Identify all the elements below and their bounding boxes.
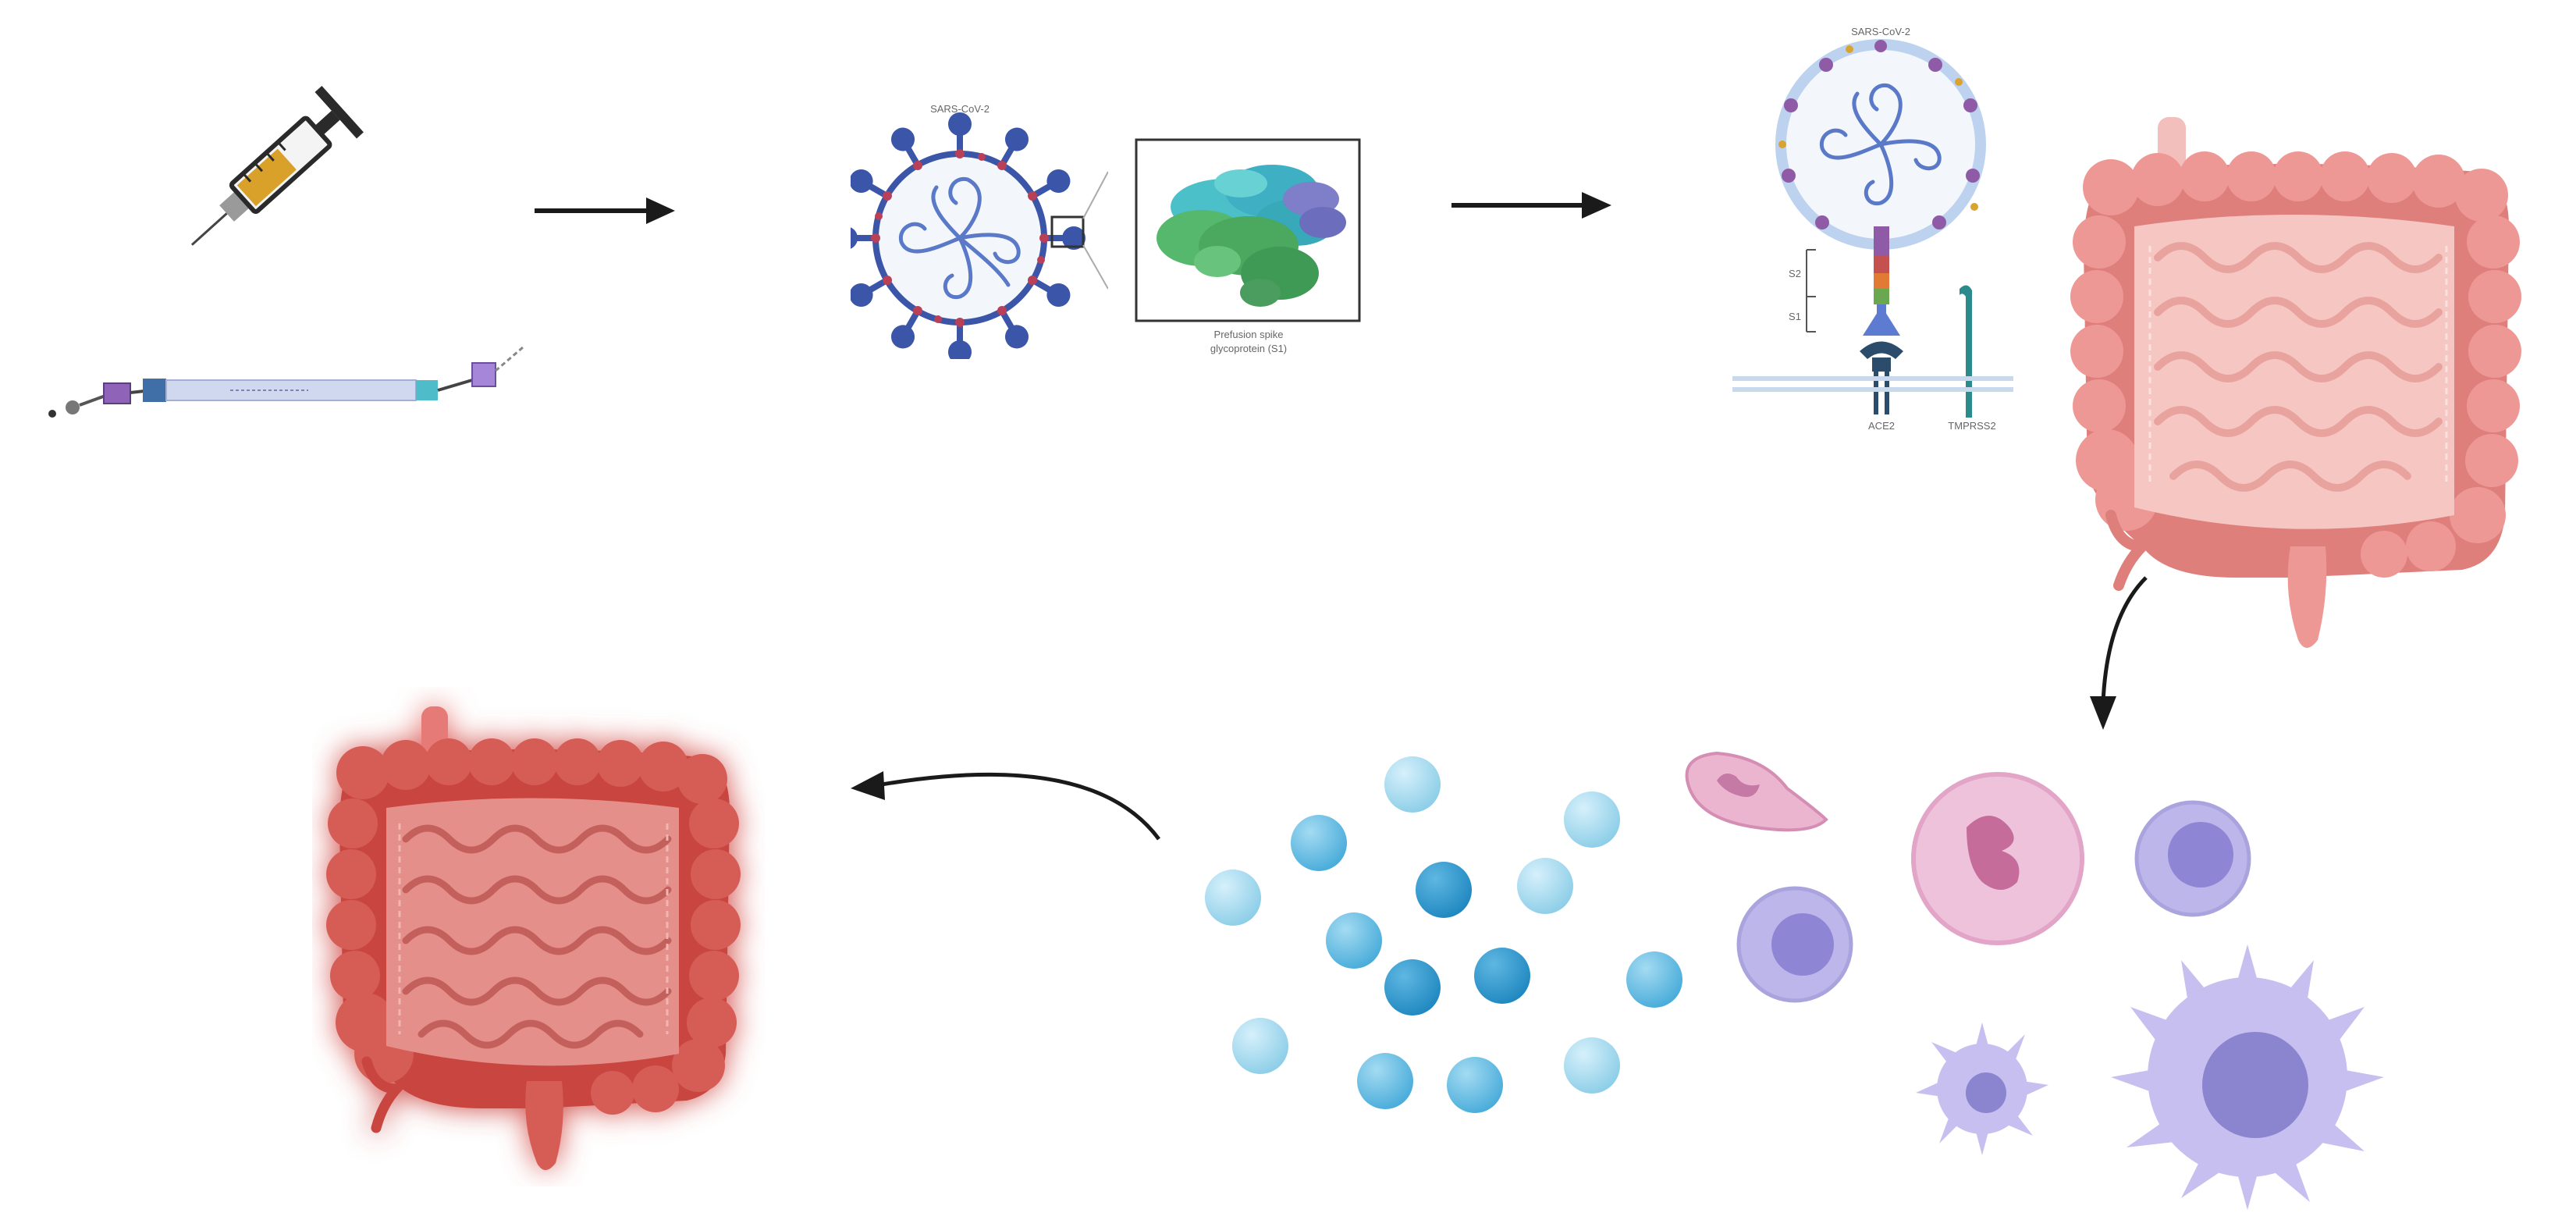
sars-cov-2-virion-icon: SARS-CoV-2 (851, 94, 1108, 359)
healthy-intestine-icon (2056, 109, 2524, 656)
spike-protein-structure-icon: Prefusion spike glycoprotein (S1) (1132, 137, 1366, 379)
spike-ace2-binding-icon: SARS-CoV-2 (1729, 16, 2017, 437)
s1-label: S1 (1789, 311, 1801, 322)
binding-title: SARS-CoV-2 (1851, 26, 1910, 37)
arrow-down-curved-icon (2060, 570, 2162, 734)
spike-caption-line1: Prefusion spike (1214, 329, 1284, 340)
s2-label: S2 (1789, 268, 1801, 279)
ace2-label: ACE2 (1868, 420, 1895, 432)
virus-title: SARS-CoV-2 (930, 103, 990, 115)
inflamed-intestine-icon (312, 687, 765, 1186)
tmprss2-label: TMPRSS2 (1948, 420, 1995, 432)
arrow-left-curved-icon (843, 742, 1171, 851)
arrow-right-icon (531, 191, 679, 230)
immune-cells-icon (1670, 742, 2396, 1210)
spike-caption-line2: glycoprotein (S1) (1210, 343, 1287, 354)
syringe-icon (156, 62, 390, 281)
arrow-right-icon (1448, 186, 1615, 225)
catheter-icon (43, 316, 527, 433)
cytokine-particles-icon (1186, 749, 1701, 1132)
